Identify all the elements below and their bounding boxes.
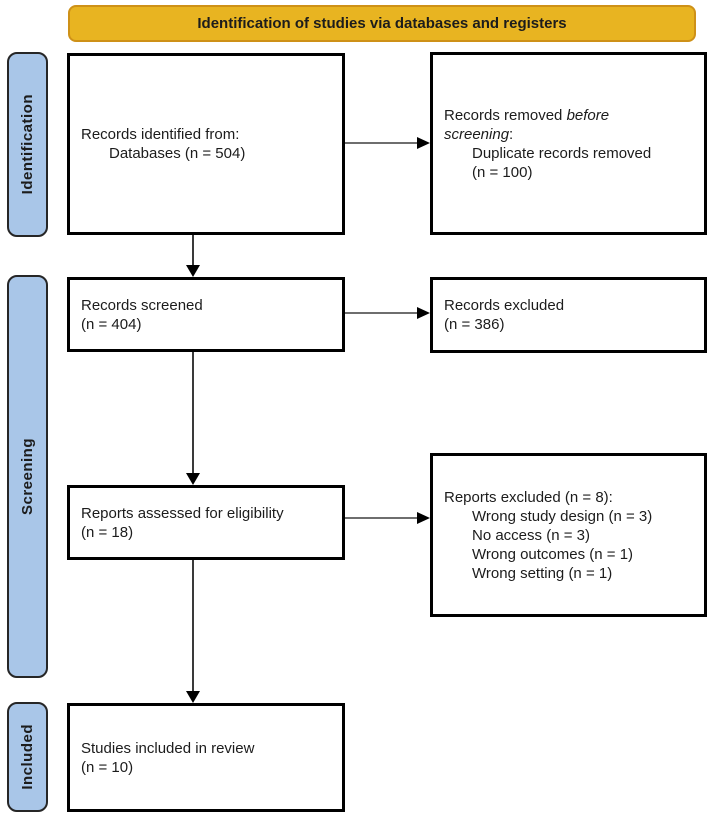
box-records-screened-text: Records screened (n = 404) <box>81 296 203 333</box>
arrow-down-head-icon <box>186 691 200 703</box>
box-records-screened: Records screened (n = 404) <box>67 277 345 352</box>
box-records-removed: Records removed before screening: Duplic… <box>430 52 707 235</box>
excluded-reason: Wrong outcomes (n = 1) <box>472 545 634 563</box>
arrow-right-head-icon <box>417 512 430 524</box>
arrow-down-head-icon <box>186 473 200 485</box>
box-reports-excluded-text: Reports excluded (n = 8): Wrong study de… <box>444 488 653 582</box>
stage-bar-included: Included <box>7 702 48 812</box>
excluded-reason: Wrong study design (n = 3) <box>472 507 653 525</box>
box-reports-excluded: Reports excluded (n = 8): Wrong study de… <box>430 453 707 617</box>
stage-label-screening: Screening <box>19 437 36 516</box>
arrow-screened-to-assessed <box>192 352 194 474</box>
arrow-assessed-to-excluded <box>345 517 421 519</box>
box-reports-assessed: Reports assessed for eligibility (n = 18… <box>67 485 345 560</box>
box-records-excluded-text: Records excluded (n = 386) <box>444 297 565 333</box>
header-title: Identification of studies via databases … <box>197 15 567 32</box>
stage-bar-identification: Identification <box>7 52 48 237</box>
arrow-down-head-icon <box>186 265 200 277</box>
arrow-screened-to-excluded <box>345 312 421 314</box>
italic-phrase: before screening <box>444 106 610 143</box>
arrow-right-head-icon <box>417 307 430 319</box>
box-records-excluded: Records excluded (n = 386) <box>430 277 707 353</box>
arrow-assessed-to-included <box>192 560 194 692</box>
arrow-right-head-icon <box>417 137 430 149</box>
box-studies-included: Studies included in review (n = 10) <box>67 703 345 812</box>
excluded-reason: No access (n = 3) <box>472 526 590 544</box>
box-studies-included-text: Studies included in review (n = 10) <box>81 739 255 776</box>
box-records-identified: Records identified from: Databases (n = … <box>67 53 345 235</box>
arrow-identified-to-removed <box>345 142 421 144</box>
arrow-identified-to-screened <box>192 235 194 267</box>
box-records-removed-text: Records removed before screening: Duplic… <box>444 106 652 181</box>
excluded-reason: Wrong setting (n = 1) <box>472 564 613 582</box>
box-reports-assessed-text: Reports assessed for eligibility (n = 18… <box>81 504 284 541</box>
stage-label-identification: Identification <box>19 94 36 195</box>
stage-label-included: Included <box>19 724 36 790</box>
header-banner: Identification of studies via databases … <box>68 5 696 42</box>
box-records-identified-text: Records identified from: Databases (n = … <box>81 126 246 162</box>
stage-bar-screening: Screening <box>7 275 48 678</box>
